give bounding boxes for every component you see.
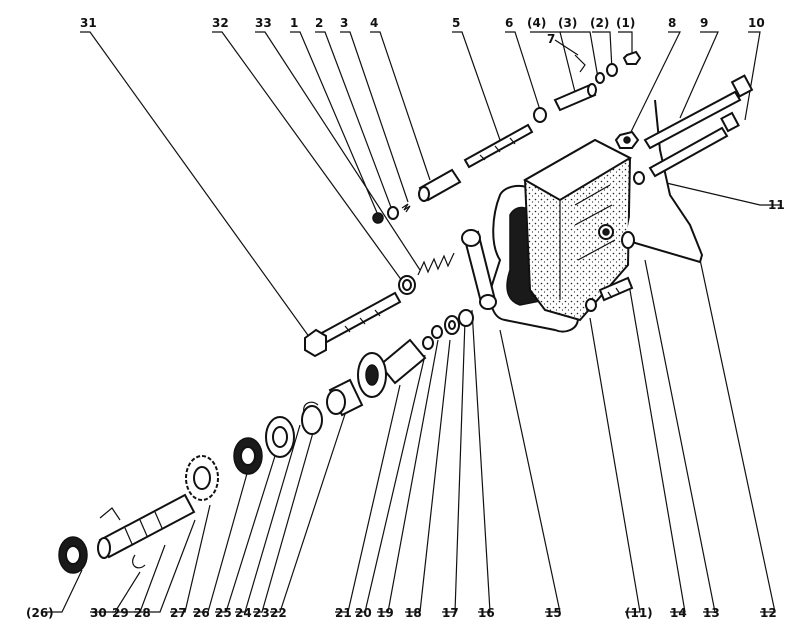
bolt-10 bbox=[648, 111, 740, 178]
ball-1 bbox=[372, 212, 384, 224]
bush-17 bbox=[458, 309, 474, 327]
label-20: 20 bbox=[355, 606, 372, 620]
label-28: 28 bbox=[134, 606, 151, 620]
washer-small-2 bbox=[606, 63, 618, 77]
washer-11-lower bbox=[585, 298, 597, 312]
nut-small-1 bbox=[622, 50, 642, 65]
label-paren-1: (1) bbox=[616, 16, 636, 30]
label-1: 1 bbox=[290, 16, 299, 30]
bearing-26-alt bbox=[58, 536, 88, 574]
circlip-30 bbox=[132, 554, 146, 569]
lever-16 bbox=[461, 229, 497, 310]
label-26: 26 bbox=[193, 606, 210, 620]
label-8: 8 bbox=[668, 16, 677, 30]
label-paren-3: (3) bbox=[558, 16, 578, 30]
label-5: 5 bbox=[452, 16, 461, 30]
label-17: 17 bbox=[442, 606, 459, 620]
selector-rod bbox=[621, 99, 704, 264]
circlip-20 bbox=[422, 336, 434, 350]
label-4: 4 bbox=[370, 16, 379, 30]
cotter-pin-7 bbox=[574, 54, 586, 73]
label-15: 15 bbox=[545, 606, 562, 620]
label-27: 27 bbox=[170, 606, 187, 620]
label-7: 7 bbox=[547, 32, 556, 46]
key-29 bbox=[99, 507, 121, 521]
pin-large-4 bbox=[418, 168, 462, 202]
label-3: 3 bbox=[340, 16, 349, 30]
bolt-14 bbox=[598, 276, 634, 302]
label-9: 9 bbox=[700, 16, 709, 30]
label-paren-4: (4) bbox=[527, 16, 547, 30]
shaft-28 bbox=[97, 493, 196, 559]
label-paren-2: (2) bbox=[590, 16, 610, 30]
label-16: 16 bbox=[478, 606, 495, 620]
washer-18 bbox=[444, 315, 460, 335]
label-31: 31 bbox=[80, 16, 97, 30]
label-12: 12 bbox=[760, 606, 777, 620]
label-paren-11: (11) bbox=[625, 606, 653, 620]
gear-shaft-21 bbox=[357, 338, 427, 398]
nut-8 bbox=[614, 130, 640, 149]
washer-11 bbox=[633, 171, 645, 185]
label-29: 29 bbox=[112, 606, 129, 620]
label-32: 32 bbox=[212, 16, 229, 30]
ring-19 bbox=[431, 325, 443, 339]
label-30: 30 bbox=[90, 606, 107, 620]
bolt-31 bbox=[304, 291, 402, 358]
label-6: 6 bbox=[505, 16, 514, 30]
seal-25 bbox=[265, 416, 295, 458]
bearing-26 bbox=[233, 437, 263, 475]
label-21: 21 bbox=[335, 606, 352, 620]
leader-lines bbox=[45, 31, 780, 613]
plug-32 bbox=[398, 275, 416, 295]
gear-27 bbox=[185, 455, 219, 501]
label-13: 13 bbox=[703, 606, 720, 620]
washer-2 bbox=[387, 206, 399, 220]
spring-33 bbox=[417, 252, 455, 276]
gearbox-housing bbox=[522, 138, 633, 322]
rod-5 bbox=[463, 123, 534, 169]
label-paren-26: (26) bbox=[26, 606, 54, 620]
label-10: 10 bbox=[748, 16, 765, 30]
label-25: 25 bbox=[215, 606, 232, 620]
label-33: 33 bbox=[255, 16, 272, 30]
label-18: 18 bbox=[405, 606, 422, 620]
ring-24 bbox=[301, 405, 323, 435]
spring-small-3 bbox=[401, 203, 411, 213]
bush-22 bbox=[326, 378, 364, 417]
label-11: 11 bbox=[768, 198, 785, 212]
label-14: 14 bbox=[670, 606, 687, 620]
washer-small-3 bbox=[595, 72, 605, 84]
pin-4 bbox=[553, 83, 597, 112]
bush-6 bbox=[533, 107, 547, 123]
label-23: 23 bbox=[253, 606, 270, 620]
bolt-9 bbox=[643, 74, 754, 150]
label-2: 2 bbox=[315, 16, 324, 30]
label-22: 22 bbox=[270, 606, 287, 620]
label-19: 19 bbox=[377, 606, 394, 620]
label-24: 24 bbox=[235, 606, 252, 620]
